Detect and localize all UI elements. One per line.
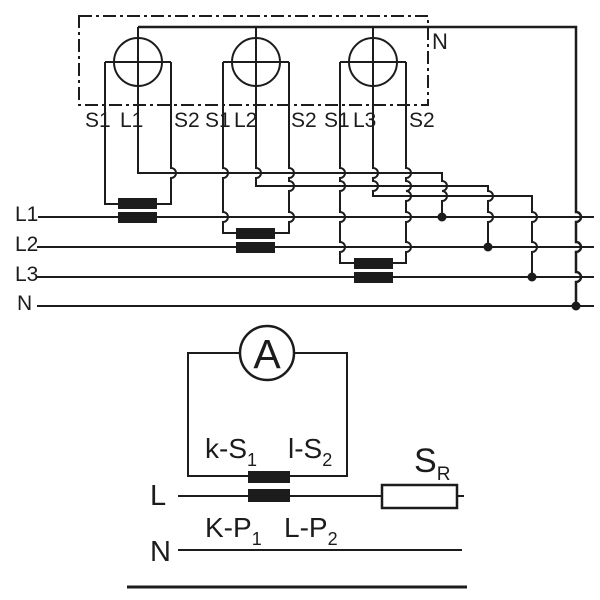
burden-resistor-label: SR xyxy=(414,442,450,485)
element-1-coil-circle xyxy=(113,37,163,87)
ct1-secondary-winding xyxy=(118,198,157,209)
ct-terminal-labels: S1 L1 S2 S1 L2 S2 S1 L3 S2 xyxy=(85,109,435,132)
terminal-label-s1-3: S1 xyxy=(324,109,350,132)
element-3-s1-wire xyxy=(339,62,354,264)
terminal-label-l2: L2 xyxy=(234,109,257,132)
terminal-label-s2-3: S2 xyxy=(409,109,435,132)
ct2-secondary-winding xyxy=(236,228,275,239)
element-1-voltage-tap-wire xyxy=(137,27,448,217)
junction-dot-l3 xyxy=(527,272,537,282)
terminal-label-s1-2: S1 xyxy=(205,109,231,132)
primary-terminal-label-lp2: L-P2 xyxy=(284,512,338,549)
test-ct-secondary-winding xyxy=(248,471,290,483)
element-2-s1-wire xyxy=(222,62,236,234)
terminal-label-s1-1: S1 xyxy=(85,109,111,132)
current-transformer-1 xyxy=(118,198,157,223)
ct3-primary-winding xyxy=(354,272,393,283)
bus-label-l1: L1 xyxy=(15,203,38,226)
element-3-coil-circle xyxy=(348,37,398,87)
ammeter-bottom-section: A k-S1 l-S2 K-P1 L-P2 SR L N xyxy=(127,324,467,589)
line-l-label: L xyxy=(150,480,166,512)
junction-dot-l1 xyxy=(437,212,447,222)
enclosure-neutral-label: N xyxy=(432,29,448,54)
terminal-label-s2-1: S2 xyxy=(174,109,200,132)
element-2-coil-circle xyxy=(231,37,281,87)
terminal-label-l1: L1 xyxy=(120,109,143,132)
measuring-element-1 xyxy=(104,27,448,217)
ct2-primary-winding xyxy=(236,242,275,253)
junction-dot-n xyxy=(571,301,581,311)
element-1-s2-wire xyxy=(157,62,177,205)
element-2-s2-wire xyxy=(275,62,295,234)
primary-terminal-label-kp1: K-P1 xyxy=(205,512,262,549)
element-1-s1-wire xyxy=(104,62,118,205)
element-3-voltage-tap-wire xyxy=(372,27,538,277)
bus-label-l2: L2 xyxy=(15,233,38,256)
current-transformer-3 xyxy=(354,258,393,283)
element-3-s2-wire xyxy=(393,62,412,264)
secondary-terminal-label-ks1: k-S1 xyxy=(205,433,257,470)
bus-label-n: N xyxy=(17,292,32,315)
meter-top-section: N S1 L1 S2 S1 L2 S2 S1 L3 S2 L1 L2 L3 N xyxy=(15,15,594,315)
junction-dots xyxy=(437,212,581,311)
ammeter-circle xyxy=(238,324,296,382)
measuring-element-3 xyxy=(339,27,538,277)
terminal-label-l3: L3 xyxy=(353,109,376,132)
current-transformer-2 xyxy=(236,228,275,253)
junction-dot-l2 xyxy=(483,242,493,252)
ammeter-label: A xyxy=(253,331,281,377)
ct1-primary-winding xyxy=(118,212,157,223)
bus-label-l3: L3 xyxy=(15,263,38,286)
secondary-terminal-label-ls2: l-S2 xyxy=(288,433,332,470)
ct3-secondary-winding xyxy=(354,258,393,269)
burden-resistor xyxy=(380,483,459,510)
meter-enclosure-border xyxy=(78,15,429,106)
neutral-n-label: N xyxy=(150,536,171,568)
terminal-label-s2-2: S2 xyxy=(291,109,317,132)
bus-labels: L1 L2 L3 N xyxy=(15,203,38,315)
